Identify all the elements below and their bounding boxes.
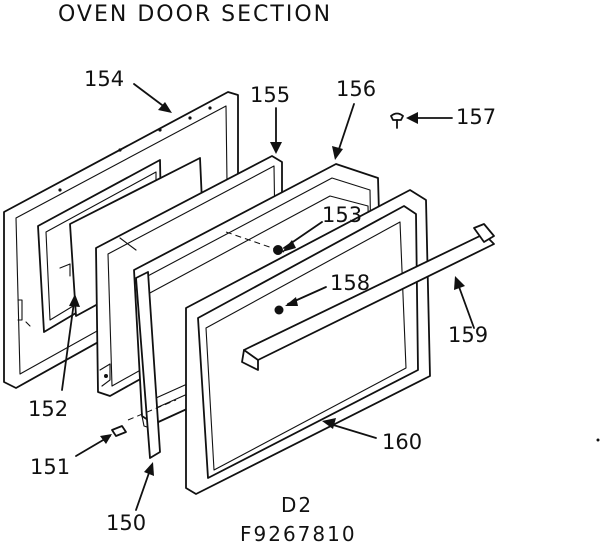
outer-door-frame-160 bbox=[185, 189, 431, 495]
label-160: 160 bbox=[382, 430, 422, 454]
model-number: F9267810 bbox=[240, 522, 357, 546]
label-158: 158 bbox=[330, 271, 370, 295]
screw-153 bbox=[273, 221, 323, 255]
diagram-title: OVEN DOOR SECTION bbox=[58, 2, 333, 27]
label-151: 151 bbox=[30, 455, 70, 479]
handle-159 bbox=[241, 223, 495, 371]
label-153: 153 bbox=[322, 203, 362, 227]
leader-154 bbox=[133, 83, 172, 113]
leader-152 bbox=[61, 294, 80, 391]
leader-159 bbox=[454, 276, 475, 329]
label-157: 157 bbox=[456, 105, 496, 129]
label-150: 150 bbox=[106, 511, 146, 535]
label-155: 155 bbox=[250, 83, 290, 107]
leader-160 bbox=[322, 418, 377, 439]
leader-156 bbox=[332, 103, 355, 160]
leader-150 bbox=[135, 462, 154, 511]
screw-158 bbox=[274, 286, 327, 315]
diagram-code: D2 bbox=[281, 493, 313, 517]
label-159: 159 bbox=[448, 323, 488, 347]
leader-155 bbox=[270, 107, 282, 154]
screw-151 bbox=[75, 425, 127, 457]
label-154: 154 bbox=[84, 67, 124, 91]
label-156: 156 bbox=[336, 77, 376, 101]
label-152: 152 bbox=[28, 397, 68, 421]
side-trim-150 bbox=[135, 271, 161, 459]
screw-157 bbox=[390, 112, 453, 129]
